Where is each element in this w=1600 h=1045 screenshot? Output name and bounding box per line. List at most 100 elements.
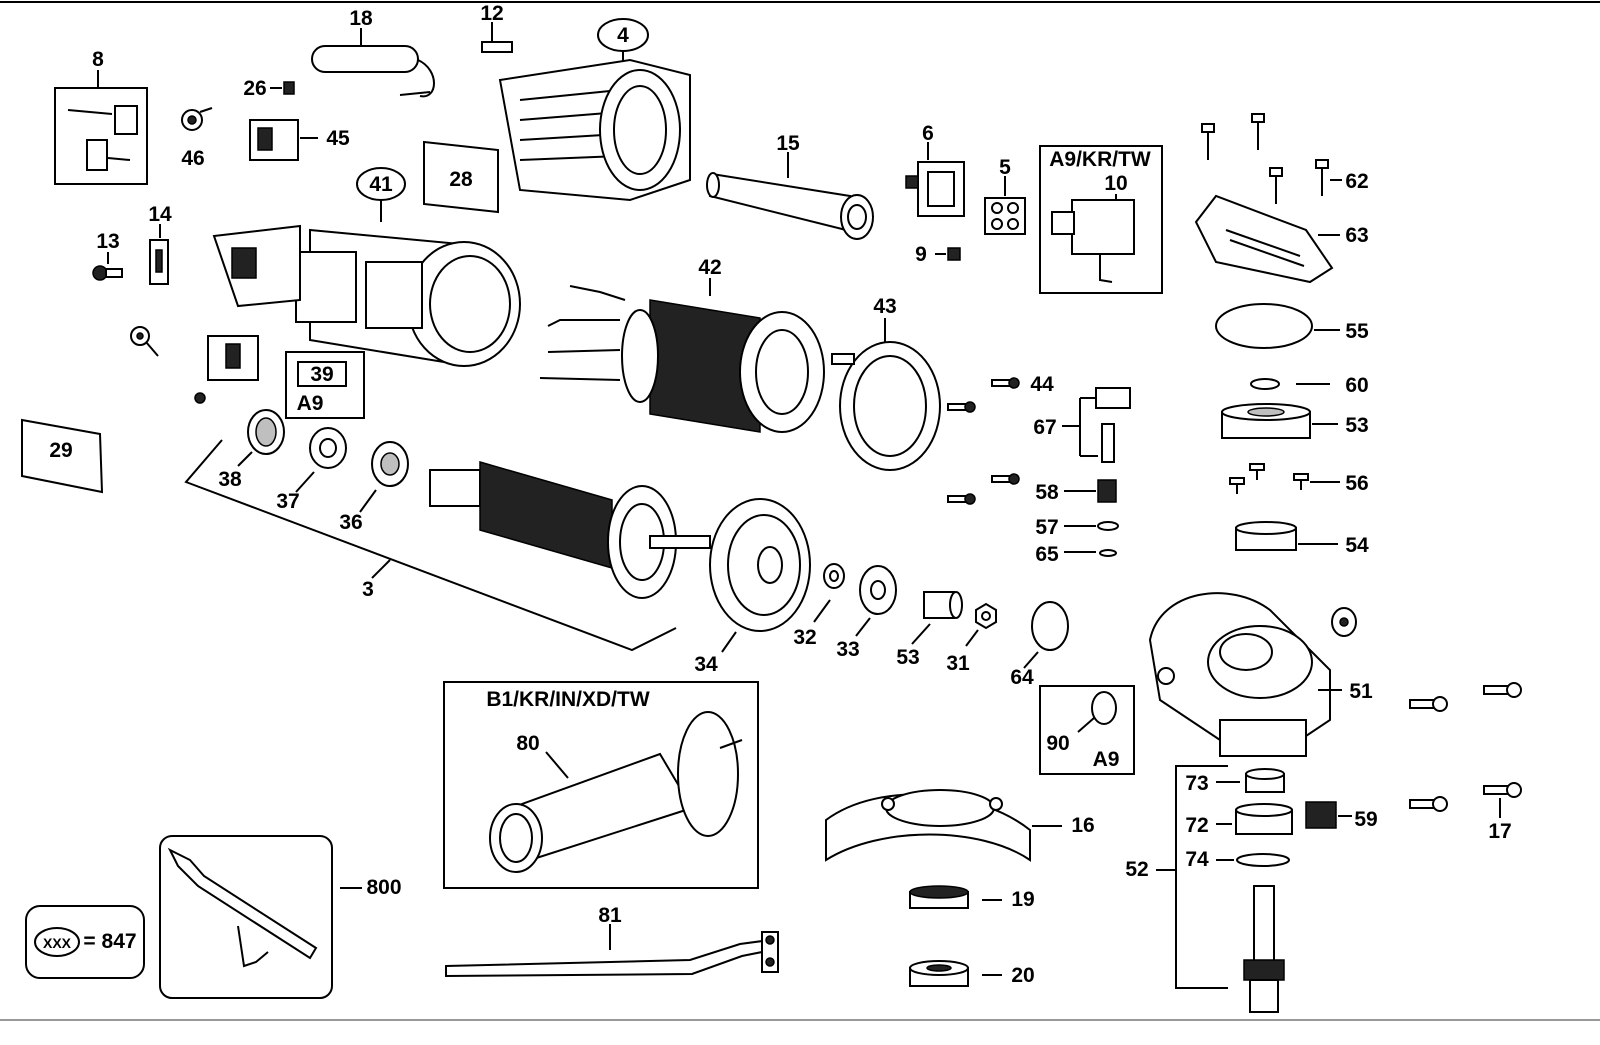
label-67: 67: [1033, 416, 1056, 439]
label-39: 39: [310, 363, 333, 386]
label-65: 65: [1035, 543, 1059, 566]
part-33-bearing: [855, 565, 897, 637]
label-9: 9: [915, 243, 927, 266]
screws-44-area: [947, 377, 1020, 505]
part-36-bearing: [359, 441, 409, 513]
part-16-guard: [825, 789, 1062, 862]
label-31: 31: [946, 652, 970, 675]
legend-text: = 847: [83, 930, 136, 953]
part-58-spring: [1064, 479, 1117, 503]
part-5-terminal-block: [984, 176, 1026, 235]
part-54-bearing: [1235, 521, 1338, 551]
label-13: 13: [96, 230, 119, 253]
part-26-screw: [270, 81, 295, 95]
part-9-screw: [935, 247, 961, 261]
label-52: 52: [1125, 858, 1148, 881]
label-3: 3: [362, 578, 374, 601]
label-57: 57: [1035, 516, 1058, 539]
part-65-washer: [1064, 549, 1117, 557]
handle-box: [443, 681, 759, 889]
part-45-brush-holder: [249, 119, 318, 161]
label-800: 800: [366, 876, 401, 899]
part-57-washer: [1064, 521, 1119, 531]
label-4: 4: [617, 24, 629, 47]
label-37: 37: [276, 490, 299, 513]
label-8: 8: [92, 48, 104, 71]
label-41: 41: [369, 173, 393, 196]
label-55: 55: [1345, 320, 1369, 343]
box-39-a9: [285, 351, 365, 419]
label-58: 58: [1035, 481, 1059, 504]
label-74: 74: [1185, 848, 1209, 871]
label-16: 16: [1071, 814, 1094, 837]
part-56-screws: [1229, 463, 1340, 494]
part-62-screws: [1201, 113, 1342, 204]
label-46: 46: [181, 147, 204, 170]
label-43: 43: [873, 295, 896, 318]
part-8-brush-set: [54, 70, 148, 185]
part-52-spindle-assembly: [1156, 765, 1352, 1013]
part-64-o-ring: [1023, 601, 1069, 669]
label-63: 63: [1345, 224, 1368, 247]
label-54: 54: [1345, 534, 1369, 557]
label-42: 42: [698, 256, 721, 279]
label-53-right: 53: [1345, 414, 1368, 437]
label-5: 5: [999, 156, 1011, 179]
label-36: 36: [339, 511, 362, 534]
part-55-o-ring: [1215, 303, 1340, 349]
switch-box-a9-kr-tw: [1039, 145, 1163, 294]
part-41-motor-housing: [212, 167, 521, 367]
part-67-brake: [1062, 387, 1131, 463]
part-15-side-handle: [706, 152, 874, 240]
label-28: 28: [449, 168, 473, 191]
part-6-switch: [905, 142, 965, 217]
label-73: 73: [1185, 772, 1208, 795]
label-62: 62: [1345, 170, 1368, 193]
label-17: 17: [1488, 820, 1511, 843]
label-59: 59: [1354, 808, 1377, 831]
label-14: 14: [148, 203, 172, 226]
part-brush-holder-left: [194, 335, 259, 404]
label-90-a9: A9: [1093, 748, 1120, 771]
label-15: 15: [776, 132, 800, 155]
part-18-cable: [311, 28, 435, 98]
label-64: 64: [1010, 666, 1034, 689]
part-20-nut: [909, 960, 1002, 987]
label-6: 6: [922, 122, 934, 145]
legend-symbol: XXX: [43, 935, 72, 951]
part-63-gear-cover: [1194, 194, 1340, 284]
part-46-spring: [181, 107, 213, 131]
part-17-screws: [1409, 682, 1522, 818]
part-31-nut: [965, 602, 997, 647]
part-4-housing: [498, 18, 691, 202]
part-60-washer: [1250, 378, 1330, 390]
part-43-baffle: [831, 318, 941, 471]
part-29-plate: [21, 418, 104, 494]
part-32-washer: [813, 563, 845, 623]
label-51: 51: [1349, 680, 1373, 703]
label-60: 60: [1345, 374, 1368, 397]
part-81-wrench: [445, 924, 779, 978]
label-33: 33: [836, 638, 859, 661]
switch-box-title: A9/KR/TW: [1049, 148, 1151, 171]
part-34-fan: [709, 498, 811, 653]
part-51-gear-case: [1148, 592, 1357, 757]
label-38: 38: [218, 468, 242, 491]
legend-box: [25, 905, 145, 979]
label-81: 81: [598, 904, 622, 927]
part-800-box: [159, 835, 362, 999]
part-14-strain-relief: [149, 224, 169, 285]
part-38-bearing: [237, 409, 285, 467]
label-44: 44: [1030, 373, 1054, 396]
part-37-ring: [295, 427, 347, 493]
label-45: 45: [326, 127, 350, 150]
label-18: 18: [349, 7, 373, 30]
label-10: 10: [1104, 172, 1127, 195]
label-32: 32: [793, 626, 816, 649]
label-20: 20: [1011, 964, 1034, 987]
label-29: 29: [49, 439, 72, 462]
part-brush-spring-left: [130, 326, 159, 357]
box-90-a9: [1039, 685, 1135, 775]
handle-box-title: B1/KR/IN/XD/TW: [486, 688, 650, 711]
